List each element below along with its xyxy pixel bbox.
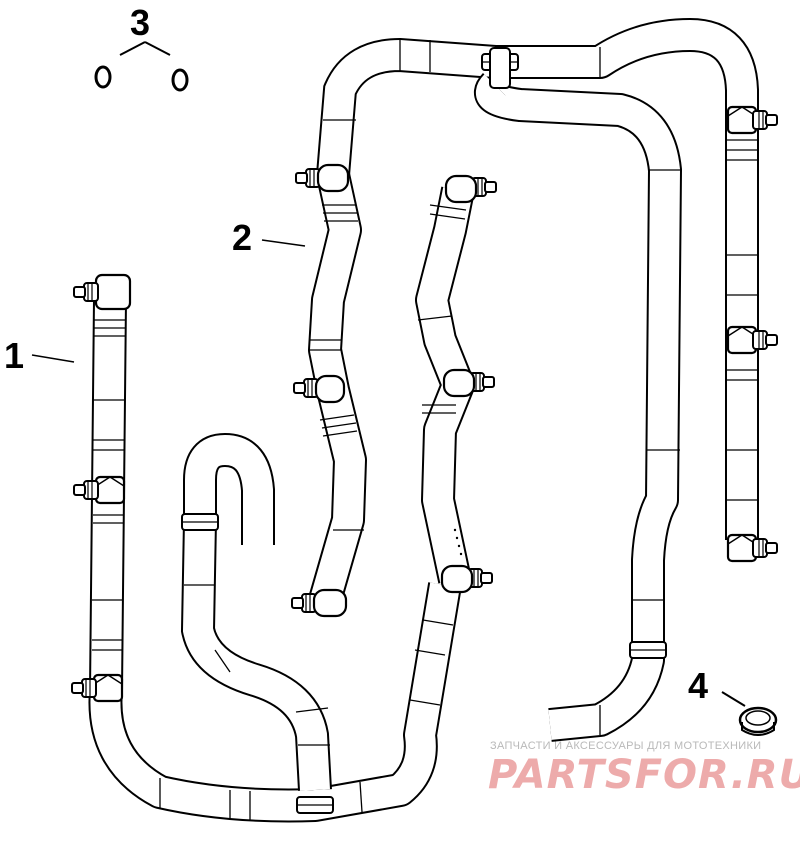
watermark-tagline: ЗАПЧАСТИ И АКСЕССУАРЫ ДЛЯ МОТОТЕХНИКИ [490, 740, 762, 752]
part-4-clamp [721, 691, 778, 736]
hose-1 [71, 273, 462, 823]
callout-2: 2 [232, 217, 253, 258]
hose-right [474, 18, 778, 742]
callout-1: 1 [4, 335, 25, 376]
callout-4: 4 [688, 665, 709, 706]
leader-lines [31, 239, 306, 363]
callout-3: 3 [130, 2, 151, 43]
hose-2 [291, 37, 497, 618]
part-3-o-rings [94, 41, 189, 92]
watermark-logo: PARTSFOR.RU [488, 752, 800, 798]
